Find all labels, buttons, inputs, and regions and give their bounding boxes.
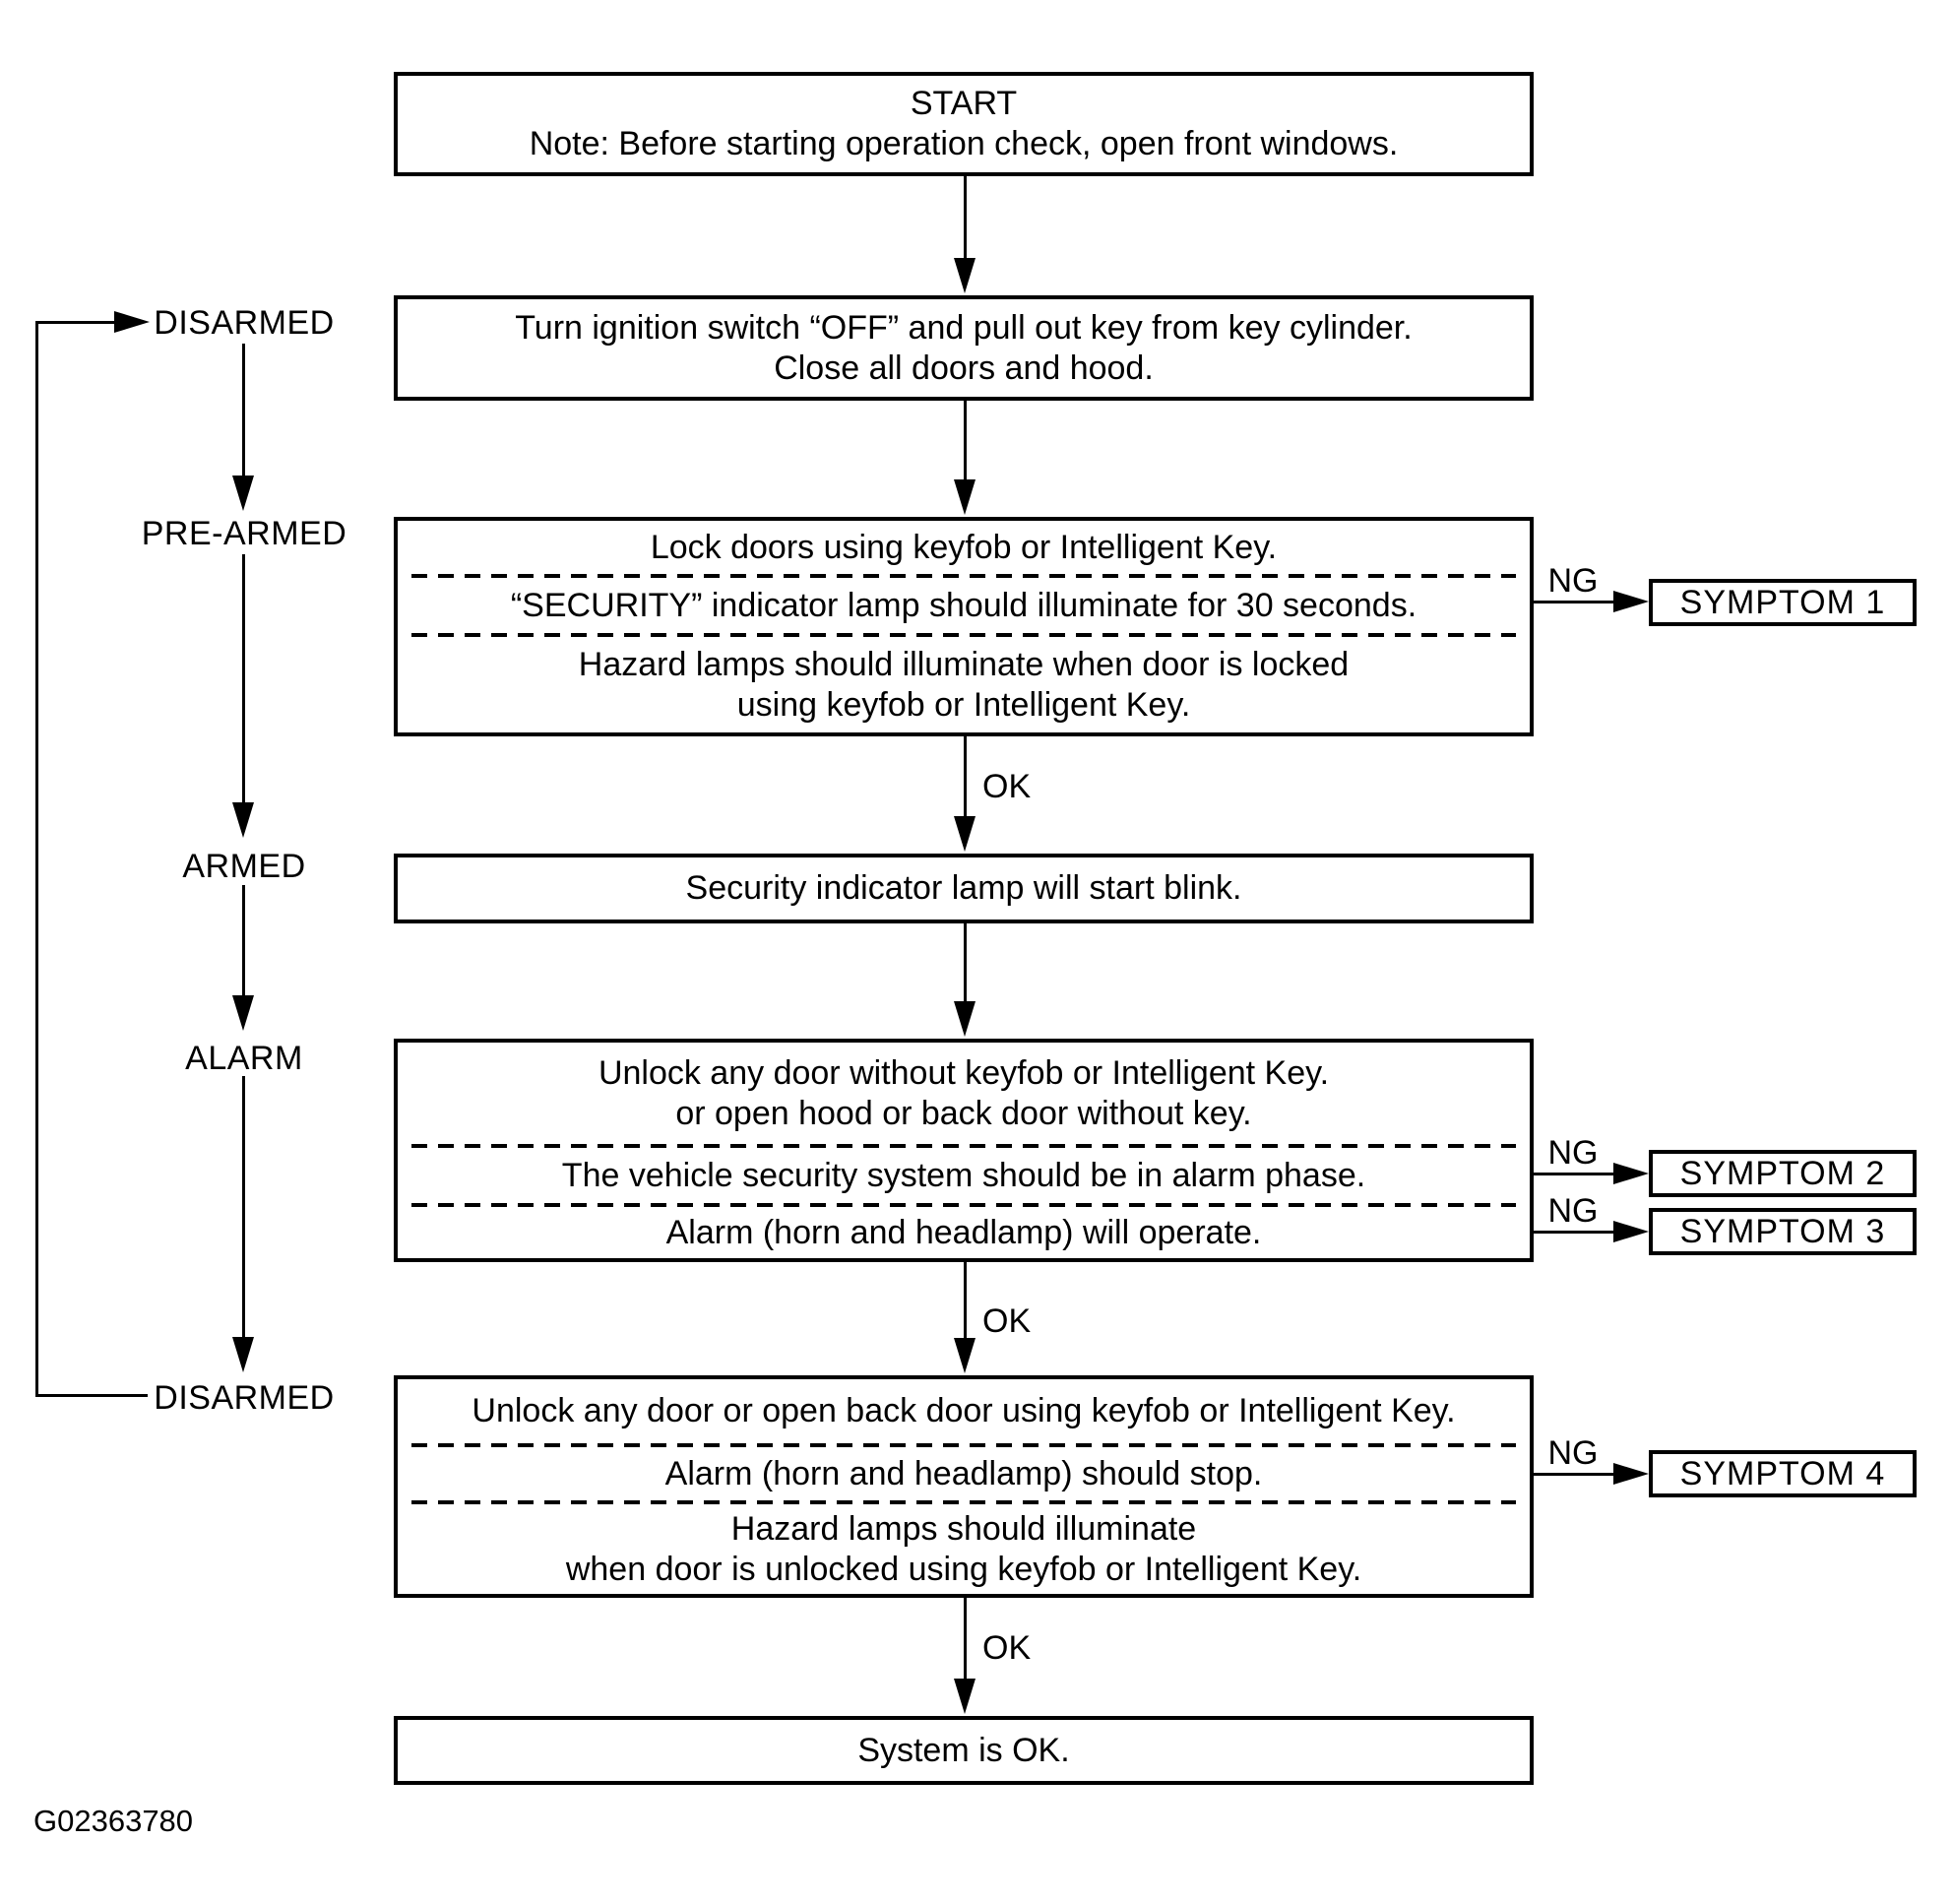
symptom-4-box: SYMPTOM 4 (1649, 1450, 1917, 1497)
ignition-off-box: Turn ignition switch “OFF” and pull out … (394, 295, 1534, 401)
divider-dashed (411, 1443, 1516, 1447)
loop-line-top (35, 321, 116, 324)
loop-arrowhead-icon (114, 311, 150, 333)
state-label-alarm: ALARM (185, 1040, 303, 1077)
ng-arrow-1-head-icon (1613, 591, 1649, 612)
system-ok-box: System is OK. (394, 1716, 1534, 1785)
symptom-3-box: SYMPTOM 3 (1649, 1208, 1917, 1255)
state-arrow-3-line (242, 885, 245, 997)
symptom-1-box: SYMPTOM 1 (1649, 579, 1917, 626)
start-title: START (910, 85, 1018, 122)
flow-arrow-4-line (964, 923, 967, 1003)
disarm-step-unlock-text: Unlock any door or open back door using … (472, 1392, 1456, 1429)
disarm-step-alarm-stop-text: Alarm (horn and headlamp) should stop. (664, 1454, 1263, 1492)
disarm-step-hazard: Hazard lamps should illuminate when door… (398, 1504, 1530, 1594)
pre-armed-step-hazard-line2: using keyfob or Intelligent Key. (736, 685, 1191, 724)
pre-armed-step-security-lamp: “SECURITY” indicator lamp should illumin… (398, 578, 1530, 633)
divider-dashed (411, 1500, 1516, 1504)
flow-arrow-5-head-icon (954, 1338, 976, 1373)
state-label-armed: ARMED (182, 848, 306, 885)
alarm-step-unlock: Unlock any door without keyfob or Intell… (398, 1043, 1530, 1144)
ng-arrow-3-head-icon (1613, 1221, 1649, 1242)
ignition-off-line1: Turn ignition switch “OFF” and pull out … (515, 308, 1413, 347)
ok-label-2: OK (982, 1302, 1032, 1340)
ng-arrow-2-head-icon (1613, 1163, 1649, 1184)
loop-line-vertical (35, 321, 38, 1397)
pre-armed-step-security-lamp-text: “SECURITY” indicator lamp should illumin… (510, 586, 1417, 624)
divider-dashed (411, 1203, 1516, 1207)
ng-arrow-3-line (1534, 1231, 1617, 1234)
state-label-disarmed-bottom: DISARMED (154, 1379, 335, 1417)
flow-arrow-6-line (964, 1598, 967, 1681)
alarm-step-phase: The vehicle security system should be in… (398, 1148, 1530, 1203)
flow-arrow-2-line (964, 401, 967, 481)
ng-arrow-2-line (1534, 1173, 1617, 1175)
flow-arrow-3-head-icon (954, 816, 976, 852)
ng-label-2: NG (1547, 1134, 1599, 1172)
flow-arrow-2-head-icon (954, 479, 976, 515)
disarm-check-box: Unlock any door or open back door using … (394, 1375, 1534, 1598)
armed-box: Security indicator lamp will start blink… (394, 854, 1534, 923)
alarm-step-operate-text: Alarm (horn and headlamp) will operate. (665, 1213, 1262, 1251)
divider-dashed (411, 1144, 1516, 1148)
ok-label-1: OK (982, 768, 1032, 805)
alarm-step-operate: Alarm (horn and headlamp) will operate. (398, 1207, 1530, 1258)
loop-line-bottom (35, 1394, 148, 1397)
flow-arrow-3-line (964, 736, 967, 818)
ng-label-4: NG (1547, 1434, 1599, 1472)
ng-arrow-4-head-icon (1613, 1463, 1649, 1485)
state-arrow-4-line (242, 1076, 245, 1339)
state-label-disarmed-top: DISARMED (154, 304, 335, 342)
pre-armed-check-box: Lock doors using keyfob or Intelligent K… (394, 517, 1534, 736)
ok-label-3: OK (982, 1629, 1032, 1667)
alarm-step-unlock-line1: Unlock any door without keyfob or Intell… (598, 1053, 1330, 1092)
alarm-step-phase-text: The vehicle security system should be in… (561, 1156, 1366, 1194)
ng-label-1: NG (1547, 562, 1599, 600)
pre-armed-step-hazard: Hazard lamps should illuminate when door… (398, 637, 1530, 732)
flow-arrow-1-head-icon (954, 258, 976, 293)
state-arrow-1-head-icon (232, 476, 254, 511)
disarm-step-hazard-line1: Hazard lamps should illuminate (730, 1509, 1197, 1548)
flow-arrow-1-line (964, 176, 967, 260)
state-arrow-4-head-icon (232, 1337, 254, 1372)
disarm-step-unlock: Unlock any door or open back door using … (398, 1379, 1530, 1443)
disarm-step-alarm-stop: Alarm (horn and headlamp) should stop. (398, 1447, 1530, 1500)
state-label-pre-armed: PRE-ARMED (141, 515, 347, 552)
state-arrow-3-head-icon (232, 995, 254, 1031)
ignition-off-line2: Close all doors and hood. (774, 349, 1154, 387)
flow-arrow-6-head-icon (954, 1679, 976, 1714)
flow-arrow-4-head-icon (954, 1001, 976, 1037)
system-ok-text: System is OK. (857, 1731, 1070, 1769)
pre-armed-step-hazard-line1: Hazard lamps should illuminate when door… (578, 645, 1350, 683)
state-arrow-2-head-icon (232, 802, 254, 838)
figure-id: G02363780 (33, 1804, 194, 1838)
state-arrow-2-line (242, 554, 245, 804)
start-box: START Note: Before starting operation ch… (394, 72, 1534, 176)
state-arrow-1-line (242, 344, 245, 477)
ng-arrow-1-line (1534, 601, 1617, 603)
alarm-step-unlock-line2: or open hood or back door without key. (675, 1094, 1252, 1132)
alarm-check-box: Unlock any door without keyfob or Intell… (394, 1039, 1534, 1262)
divider-dashed (411, 574, 1516, 578)
pre-armed-step-lock: Lock doors using keyfob or Intelligent K… (398, 521, 1530, 574)
armed-text: Security indicator lamp will start blink… (685, 869, 1242, 907)
start-note: Note: Before starting operation check, o… (529, 125, 1399, 162)
ng-arrow-4-line (1534, 1473, 1617, 1476)
ng-label-3: NG (1547, 1192, 1599, 1230)
symptom-2-box: SYMPTOM 2 (1649, 1150, 1917, 1197)
pre-armed-step-lock-text: Lock doors using keyfob or Intelligent K… (650, 528, 1278, 566)
flow-arrow-5-line (964, 1262, 967, 1340)
divider-dashed (411, 633, 1516, 637)
disarm-step-hazard-line2: when door is unlocked using keyfob or In… (565, 1550, 1362, 1588)
